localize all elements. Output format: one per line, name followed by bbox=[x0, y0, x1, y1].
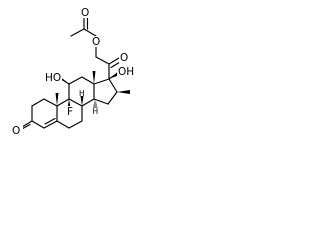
bond-c14-c8 bbox=[81, 98, 95, 107]
wedge-c10-methyl bbox=[55, 93, 59, 106]
bond-lines bbox=[20, 17, 121, 131]
bond-oester-cacyl bbox=[83, 28, 97, 37]
wedge-c11-oh bbox=[60, 76, 69, 84]
wedge-c13-methyl bbox=[92, 71, 96, 84]
atom-label-acetyl-carbonyl-oxygen: O bbox=[81, 7, 89, 19]
bond-c1-c2 bbox=[31, 98, 45, 107]
bond-cacyl-ch3 bbox=[70, 28, 85, 37]
atom-labels: O O O OH HO O F H H bbox=[12, 7, 134, 137]
wedge-c17-oh bbox=[109, 71, 118, 79]
chemical-structure: O O O OH HO O F H H bbox=[12, 7, 135, 137]
atom-label-ester-oxygen: O bbox=[92, 36, 100, 48]
label-masks bbox=[12, 7, 135, 136]
bond-c20-c21 bbox=[95, 56, 110, 65]
bond-c5-c6 bbox=[56, 120, 70, 129]
atom-label-c8-hydrogen: H bbox=[79, 89, 85, 98]
bond-c10-c1 bbox=[43, 98, 58, 107]
bond-c16-c15 bbox=[107, 91, 118, 105]
bond-c11-c12 bbox=[68, 76, 83, 85]
wedge-c8-h bbox=[80, 96, 84, 106]
atom-label-c3-ketone-oxygen: O bbox=[12, 125, 20, 137]
hashed-bonds bbox=[93, 100, 98, 108]
atom-label-c9-fluorine: F bbox=[67, 106, 73, 118]
bond-c15-c14 bbox=[93, 98, 109, 105]
atom-label-c20-ketone-oxygen: O bbox=[120, 52, 128, 64]
bond-c12-c13 bbox=[81, 76, 95, 85]
bond-c17-c16 bbox=[108, 78, 118, 93]
bond-c20-o-double bbox=[110, 61, 121, 69]
stereo-wedges bbox=[55, 71, 130, 108]
bond-c8-c9 bbox=[68, 98, 83, 107]
bond-c3-c4 bbox=[31, 120, 45, 129]
bond-c4-c5 bbox=[43, 120, 58, 129]
atom-label-c14-hydrogen: H bbox=[93, 107, 99, 116]
atom-label-c11-hydroxyl: HO bbox=[45, 72, 61, 84]
bond-c6-c7 bbox=[68, 120, 83, 129]
wedge-c16-methyl bbox=[117, 90, 130, 94]
bond-c20-o bbox=[108, 57, 120, 65]
bond-c4-c5-double bbox=[44, 117, 56, 125]
wedge-c9-fluorine bbox=[67, 99, 71, 108]
bond-c9-c10 bbox=[56, 98, 70, 107]
atom-label-c17-hydroxyl: OH bbox=[118, 66, 134, 78]
bond-c13-c17 bbox=[93, 78, 110, 85]
bond-c3-o bbox=[21, 120, 33, 128]
